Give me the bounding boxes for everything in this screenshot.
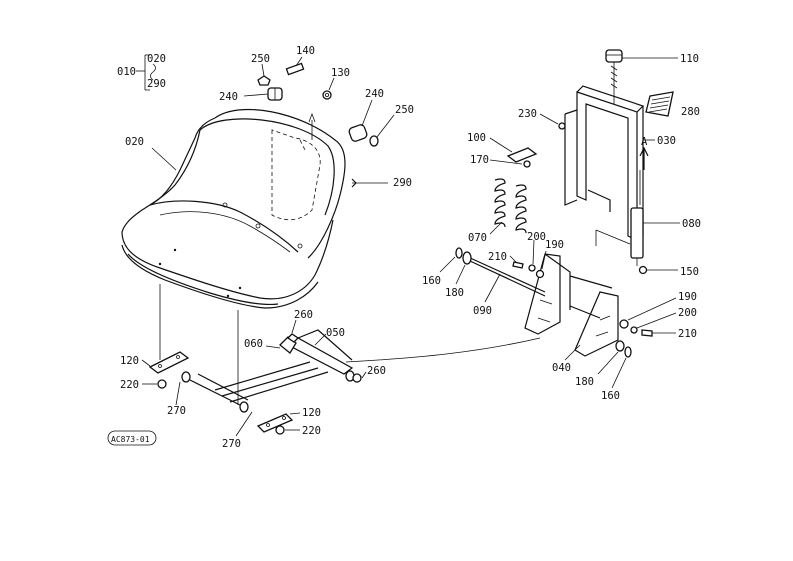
part-210-bolt-right <box>641 329 653 337</box>
part-140-pin <box>285 62 305 76</box>
diagram-code: AC873-01 <box>111 435 150 444</box>
part-260-pin-upper <box>286 333 300 343</box>
callout-160-left: 160 <box>422 275 441 287</box>
part-150-nut <box>638 265 648 275</box>
callout-220-left: 220 <box>120 379 139 391</box>
callout-230: 230 <box>518 108 537 120</box>
part-240-bushing-right <box>348 124 368 142</box>
part-190-washer-right <box>619 319 629 329</box>
callout-030: 030 <box>657 135 676 147</box>
callout-150: 150 <box>680 266 699 278</box>
group-legend <box>136 54 156 91</box>
callout-160-right: 160 <box>601 390 620 402</box>
callout-020: 020 <box>125 136 144 148</box>
part-290-screw <box>351 178 388 188</box>
callout-240-left: 240 <box>219 91 238 103</box>
leader-020 <box>151 147 177 171</box>
callout-100: 100 <box>467 132 486 144</box>
callout-290: 290 <box>393 177 412 189</box>
part-200-washer-left <box>528 264 536 272</box>
part-120-plate-right <box>256 413 294 433</box>
view-marker-a: A <box>641 136 648 148</box>
view-arrow-a <box>639 146 649 170</box>
callout-240-right: 240 <box>365 88 384 100</box>
guide-line-frame-bracket <box>345 337 541 363</box>
part-210-bolt-left <box>512 261 524 269</box>
callout-020-legend: 020 <box>147 53 166 65</box>
callout-190-left: 190 <box>545 239 564 251</box>
callout-040: 040 <box>552 362 571 374</box>
part-250-cap-right <box>369 135 379 147</box>
part-120-plate-left <box>148 351 190 374</box>
part-080-damper <box>630 170 644 266</box>
part-250-cap-left <box>257 75 271 86</box>
callout-250-left: 250 <box>251 53 270 65</box>
callout-120-right: 120 <box>302 407 321 419</box>
callout-120-left: 120 <box>120 355 139 367</box>
callout-070: 070 <box>468 232 487 244</box>
part-180-washer-right <box>615 340 625 352</box>
part-260-nut-lower <box>352 373 362 383</box>
callout-050: 050 <box>326 327 345 339</box>
part-240-bushing-left <box>267 87 283 101</box>
part-160-washer-left <box>455 247 463 259</box>
part-070-springs <box>494 178 527 234</box>
part-160-washer-right <box>624 346 632 358</box>
callout-280: 280 <box>681 106 700 118</box>
callout-260-upper: 260 <box>294 309 313 321</box>
callout-200-left: 200 <box>527 231 546 243</box>
callout-090: 090 <box>473 305 492 317</box>
callout-080: 080 <box>682 218 701 230</box>
part-220-nut-left <box>157 379 167 389</box>
callout-210-left: 210 <box>488 251 507 263</box>
callout-130: 130 <box>331 67 350 79</box>
callout-180-left: 180 <box>445 287 464 299</box>
diagram-code-stamp <box>107 430 157 446</box>
part-170-washer <box>523 160 531 168</box>
arrow-up-icon <box>308 112 316 123</box>
part-130-nut <box>322 90 332 100</box>
callout-220-right: 220 <box>302 425 321 437</box>
callout-290-legend: 290 <box>147 78 166 90</box>
seat-pan <box>121 108 346 309</box>
part-110-knob <box>605 49 623 104</box>
part-050-frame <box>181 329 355 413</box>
callout-270-left: 270 <box>167 405 186 417</box>
callout-270-right: 270 <box>222 438 241 450</box>
callout-010: 010 <box>117 66 136 78</box>
callout-210-right: 210 <box>678 328 697 340</box>
callout-170: 170 <box>470 154 489 166</box>
part-220-nut-right <box>275 425 285 435</box>
callout-250-right: 250 <box>395 104 414 116</box>
part-090-shaft <box>467 256 546 297</box>
part-200-washer-right <box>630 326 638 334</box>
callout-140: 140 <box>296 45 315 57</box>
part-280-label-plate <box>645 91 674 117</box>
part-040-bracket <box>524 253 619 357</box>
callout-110: 110 <box>680 53 699 65</box>
part-230-bolt <box>558 122 566 130</box>
callout-180-right: 180 <box>575 376 594 388</box>
callout-200-right: 200 <box>678 307 697 319</box>
callout-190-right: 190 <box>678 291 697 303</box>
part-180-washer-left <box>462 251 472 265</box>
callout-060: 060 <box>244 338 263 350</box>
part-190-washer-left <box>535 269 545 279</box>
part-100-bracket <box>506 147 538 163</box>
callout-260-lower: 260 <box>367 365 386 377</box>
